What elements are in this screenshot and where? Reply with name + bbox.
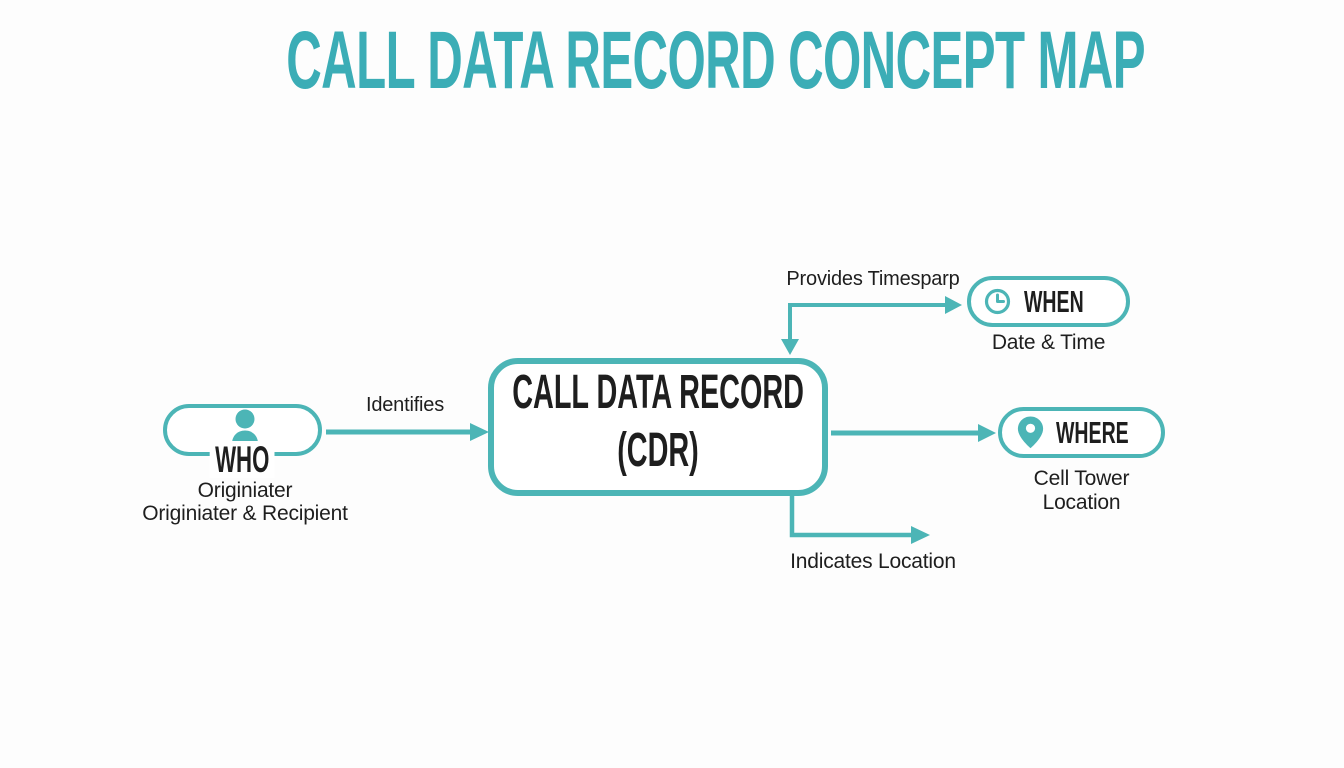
identifies-arrowhead (470, 423, 489, 441)
when-node-label: WHEN (1024, 284, 1084, 319)
identifies-edge-label: Identifies (365, 394, 445, 416)
where-subtitle-line2: Location (1042, 491, 1121, 514)
when-node-box: WHEN (967, 276, 1130, 327)
clock-icon (984, 288, 1011, 315)
page-title-text: CALL DATA RECORD CONCEPT MAP (286, 15, 1146, 106)
where-arrowhead (978, 424, 996, 442)
provides-timestamp-right-arrowhead (945, 296, 962, 314)
provides-timestamp-down-arrowhead (781, 339, 799, 355)
where-node-box: WHERE (998, 407, 1165, 458)
provides-timestamp-edge-label: Provides Timesparp (786, 268, 960, 290)
indicates-location-arrowhead (911, 526, 930, 544)
who-subtitle-originator: Originiater (197, 479, 293, 502)
cdr-node-box: CALL DATA RECORD (CDR) (488, 358, 828, 496)
who-subtitle-originator-recipient: Originiater & Recipient (142, 502, 348, 525)
cdr-node-title-line2: (CDR) (617, 424, 699, 477)
where-subtitle-line1: Cell Tower (1033, 467, 1130, 490)
location-pin-icon (1017, 416, 1044, 449)
page-title: CALL DATA RECORD CONCEPT MAP (0, 20, 1344, 102)
indicates-location-line (789, 496, 913, 538)
when-subtitle: Date & Time (991, 331, 1106, 354)
where-node-label: WHERE (1056, 415, 1129, 450)
provides-timestamp-line (788, 303, 947, 341)
cdr-node-title-line1: CALL DATA RECORD (512, 366, 804, 419)
who-node-label: WHO (163, 441, 322, 478)
who-node-label-text: WHO (209, 441, 276, 478)
indicates-location-edge-label: Indicates Location (790, 550, 956, 573)
